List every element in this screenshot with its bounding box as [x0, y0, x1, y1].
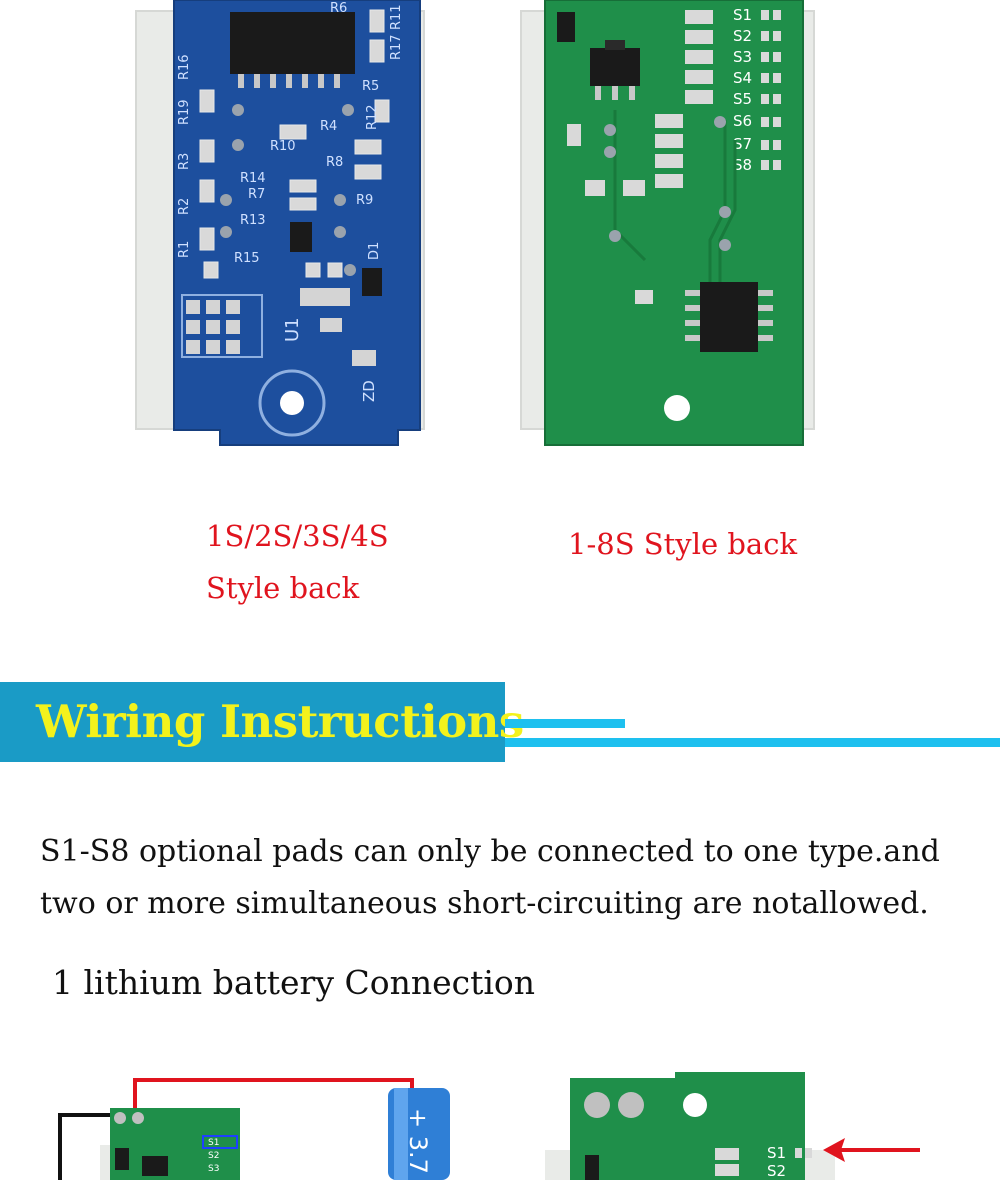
svg-text:R13: R13 — [240, 213, 266, 228]
svg-text:S4: S4 — [733, 69, 752, 87]
svg-text:R7: R7 — [248, 187, 265, 202]
section-banner: Wiring Instructions — [0, 682, 524, 762]
wiring-diagram-photo-left: S1 S2 S3 + 3.7 — [58, 1078, 450, 1180]
svg-text:R8: R8 — [326, 155, 343, 170]
svg-text:R19: R19 — [177, 99, 192, 125]
svg-text:S1: S1 — [733, 6, 752, 24]
svg-text:R11: R11 — [389, 4, 404, 30]
caption-right: 1-8S Style back — [568, 527, 798, 561]
pad-label-s1: S1 — [208, 1138, 219, 1148]
blue-board-photo: R16 R19 R3 R2 R1 R15 R14 R7 R13 R10 R4 R… — [130, 0, 450, 470]
wiring-diagram-photo-right: S1 S2 — [545, 1072, 920, 1180]
svg-text:R2: R2 — [177, 198, 192, 215]
svg-text:R4: R4 — [320, 119, 337, 134]
blue-pcb: R16 R19 R3 R2 R1 R15 R14 R7 R13 R10 R4 R… — [173, 0, 421, 446]
svg-text:S6: S6 — [733, 112, 752, 130]
svg-text:S3: S3 — [733, 48, 752, 66]
svg-text:S2: S2 — [733, 27, 752, 45]
svg-text:S8: S8 — [733, 156, 752, 174]
svg-text:R14: R14 — [240, 171, 266, 186]
svg-text:R16: R16 — [177, 54, 192, 80]
svg-text:R5: R5 — [362, 79, 379, 94]
svg-text:U1: U1 — [282, 317, 303, 342]
svg-text:R15: R15 — [234, 251, 260, 266]
right-pad-label-s2: S2 — [767, 1162, 786, 1180]
right-pad-label-s1: S1 — [767, 1144, 786, 1162]
instruction-note: S1-S8 optional pads can only be connecte… — [40, 834, 940, 921]
svg-text:S7: S7 — [733, 135, 752, 153]
svg-text:R3: R3 — [177, 153, 192, 170]
svg-text:R10: R10 — [270, 139, 296, 154]
svg-text:ZD: ZD — [360, 380, 378, 402]
svg-text:R12: R12 — [365, 104, 380, 130]
svg-text:S5: S5 — [733, 90, 752, 108]
header-rule-long — [505, 738, 1000, 747]
battery-label: + 3.7 — [404, 1108, 432, 1174]
svg-text:R9: R9 — [356, 193, 373, 208]
svg-text:D1: D1 — [367, 242, 382, 260]
svg-text:R6: R6 — [330, 1, 347, 16]
caption-left-line2: Style back — [206, 571, 360, 605]
svg-text:R1: R1 — [177, 241, 192, 258]
header-rule-short — [505, 719, 625, 728]
connection-subheading: 1 lithium battery Connection — [52, 963, 536, 1002]
pad-label-s2: S2 — [208, 1151, 219, 1161]
svg-text:R17: R17 — [389, 34, 404, 60]
caption-left-line1: 1S/2S/3S/4S — [206, 519, 389, 553]
pad-label-s3: S3 — [208, 1164, 219, 1174]
section-title: Wiring Instructions — [36, 695, 524, 748]
